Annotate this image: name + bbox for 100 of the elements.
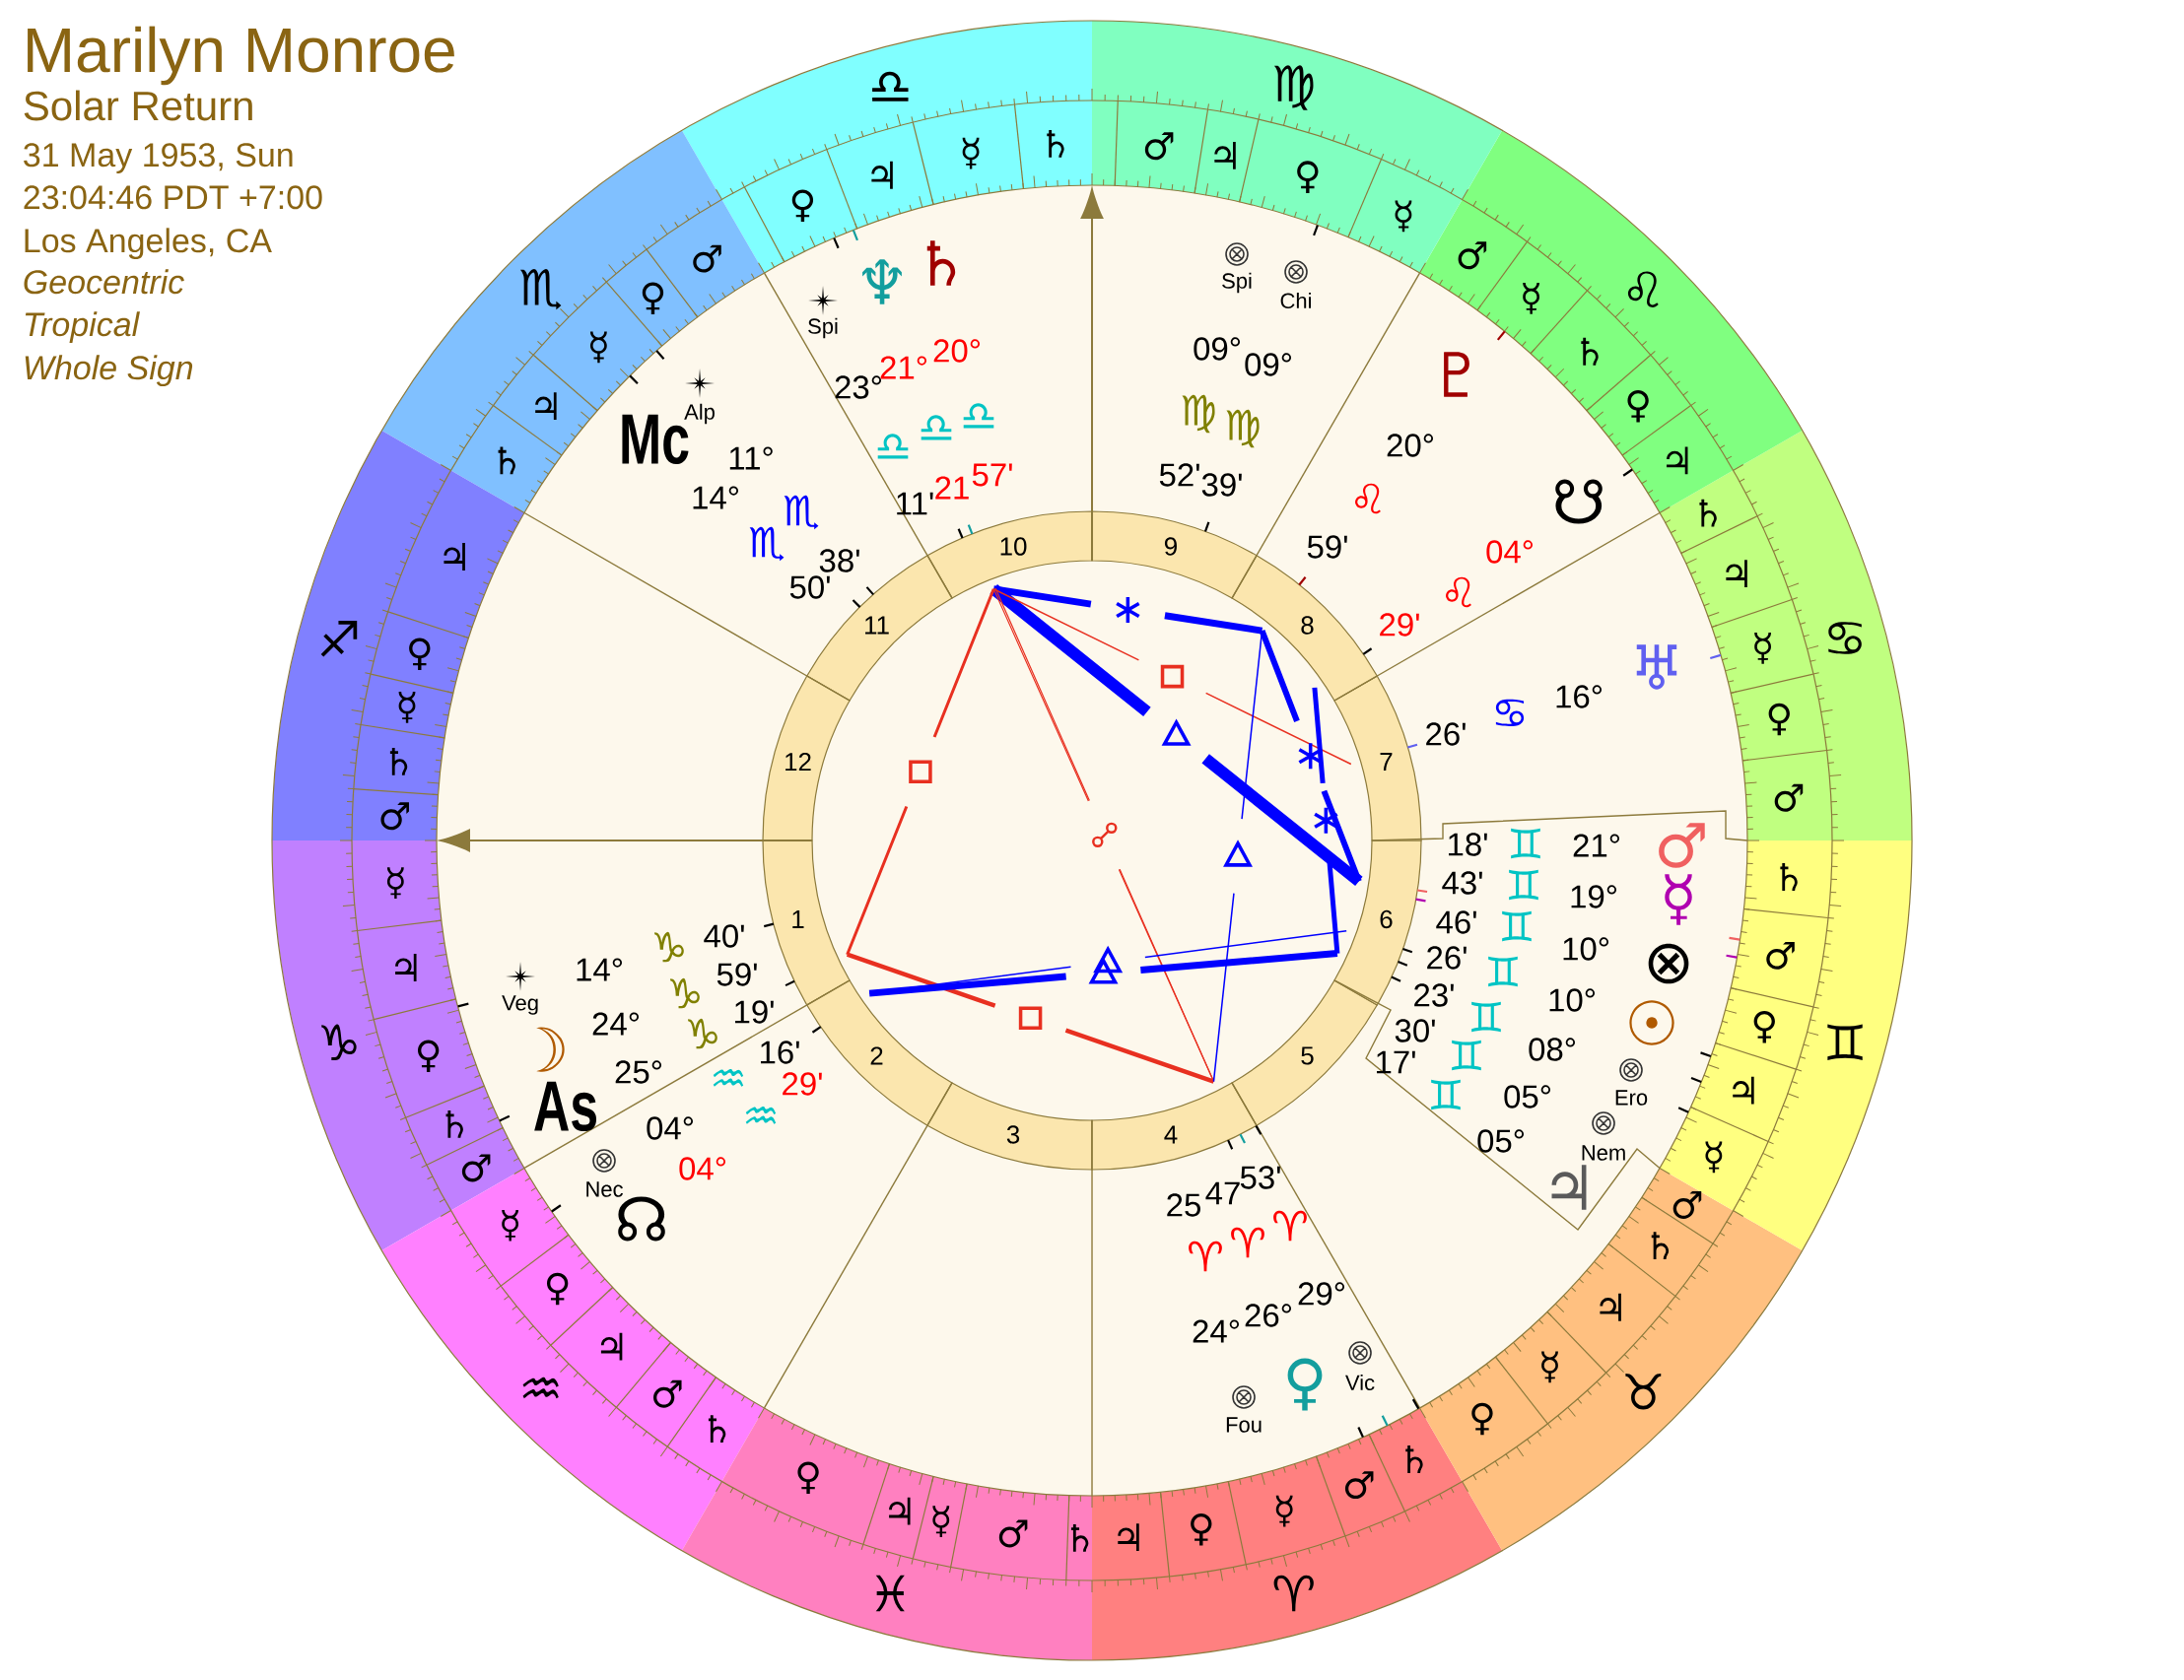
term-ruler-glyph: ☿ [962, 137, 980, 169]
term-ruler-glyph: ☿ [1541, 1351, 1558, 1383]
zodiac-sign-glyph: ♓ [875, 1575, 905, 1612]
degree-text: 04° [1486, 540, 1533, 564]
term-ruler-glyph: ♀ [1297, 161, 1319, 193]
minute-text: 47 [1205, 1181, 1240, 1205]
minute-text: 29' [1380, 613, 1419, 637]
degree-text: 05° [1504, 1085, 1550, 1109]
minute-text: 29' [783, 1072, 822, 1096]
sign-glyph: ♈ [1273, 1210, 1307, 1242]
minute-text: 52' [1159, 463, 1199, 487]
planet-glyph: ♃ [1551, 1165, 1587, 1210]
term-ruler-glyph: ♃ [395, 954, 417, 981]
term-ruler-glyph: ♂ [693, 244, 721, 273]
sign-glyph: ♊ [1452, 1040, 1481, 1071]
minute-text: 46' [1436, 910, 1476, 934]
minute-text: 16' [761, 1041, 799, 1064]
point-name: Veg [502, 995, 538, 1015]
point-name: Nem [1582, 1145, 1625, 1161]
degree-text: 19° [1571, 885, 1616, 908]
degree-text: 14° [577, 958, 622, 981]
minute-text: 39' [1201, 473, 1242, 497]
term-ruler-glyph: ♃ [444, 543, 465, 571]
term-ruler-glyph: ♃ [1214, 142, 1236, 169]
house-cell: 3 [926, 1082, 1093, 1171]
sign-glyph: ♊ [1509, 869, 1538, 901]
minute-text: 50' [789, 575, 830, 599]
point-name: Nec [586, 1181, 623, 1197]
chart-title: Marilyn Monroe [28, 26, 454, 86]
term-ruler-glyph: ☿ [386, 867, 404, 900]
term-ruler-glyph: ☿ [1705, 1141, 1723, 1174]
degree-text: 24° [1193, 1319, 1239, 1343]
term-ruler-glyph: ♄ [1699, 499, 1717, 527]
term-ruler-glyph: ♀ [409, 638, 431, 671]
term-ruler-glyph: ♃ [889, 1497, 911, 1525]
setting-text: Tropical [25, 311, 140, 343]
term-ruler-glyph: ☿ [1523, 282, 1539, 314]
term-ruler-glyph: ♄ [1070, 1523, 1089, 1552]
house-cell: 12 [762, 675, 851, 841]
minute-text: 26' [1426, 722, 1466, 746]
planet-glyph: ☿ [1665, 874, 1692, 925]
term-ruler-glyph: ♀ [1191, 1513, 1212, 1546]
term-ruler-glyph: ♃ [1726, 560, 1747, 587]
term-ruler-glyph: ♄ [1581, 337, 1599, 366]
term-ruler-glyph: ♂ [380, 802, 409, 831]
planet-glyph: ⊗ [1648, 943, 1689, 984]
sign-glyph: ♈ [1189, 1241, 1222, 1272]
point-name: Vic [1345, 1374, 1375, 1391]
sign-glyph: ♌ [1355, 483, 1381, 514]
zodiac-sign-glyph: ♏ [519, 269, 562, 310]
sign-glyph: ♏ [784, 495, 819, 530]
degree-text: 20° [1387, 434, 1433, 457]
minute-text: 59' [717, 963, 757, 986]
term-ruler-glyph: ♂ [1144, 132, 1174, 161]
term-ruler-glyph: ♀ [1753, 1010, 1775, 1043]
sign-glyph: ♌ [1446, 576, 1471, 608]
term-ruler-glyph: ♀ [1471, 1402, 1493, 1436]
point-name: Spi [1222, 272, 1252, 294]
degree-text: 29° [1298, 1282, 1344, 1306]
planet-glyph: ♅ [1636, 644, 1677, 690]
term-ruler-glyph: ♂ [461, 1154, 491, 1182]
sign-glyph: ♈ [1231, 1227, 1264, 1258]
term-ruler-glyph: ♃ [600, 1332, 623, 1361]
point-name: Spi [808, 317, 838, 339]
term-ruler-glyph: ♀ [791, 189, 814, 223]
planet-glyph: ♆ [862, 259, 902, 304]
term-ruler-glyph: ☿ [502, 1209, 519, 1242]
term-ruler-glyph: ♂ [1672, 1191, 1702, 1219]
sign-glyph: ♑ [670, 977, 700, 1009]
degree-text: 21° [1573, 834, 1619, 857]
minute-text: 23' [1414, 983, 1454, 1007]
term-ruler-glyph: ♂ [653, 1379, 682, 1408]
sign-glyph: ♊ [1502, 910, 1532, 942]
degree-text: 26° [1245, 1304, 1291, 1327]
degree-text: 05° [1477, 1129, 1524, 1153]
term-ruler-glyph: ♀ [547, 1272, 569, 1306]
degree-text: 20° [933, 339, 980, 363]
zodiac-sign-glyph: ♋ [1828, 622, 1862, 654]
point-name: Chi [1280, 292, 1311, 309]
minute-text: 18' [1449, 833, 1487, 856]
term-ruler-glyph: ♃ [871, 161, 893, 189]
term-ruler-glyph: ♄ [389, 747, 408, 775]
sign-glyph: ♒ [745, 1106, 777, 1124]
term-ruler-glyph: ♃ [1600, 1293, 1621, 1321]
time-text: 23:04:46 PDT +7:00 [24, 185, 322, 210]
degree-text: 11° [729, 446, 773, 470]
degree-text: 04° [679, 1157, 725, 1180]
degree-text: 23° [835, 375, 881, 399]
degree-text: 10° [1549, 988, 1595, 1012]
term-ruler-glyph: ♄ [1780, 863, 1798, 891]
zodiac-sign-glyph: ♈ [1273, 1575, 1314, 1612]
planet-glyph: ☽ [536, 1027, 565, 1072]
planet-glyph: ♇ [1444, 352, 1469, 397]
sign-glyph: ♎ [877, 434, 909, 459]
term-ruler-glyph: ♃ [535, 392, 557, 421]
planet-glyph: ♀ [1287, 1358, 1323, 1411]
sign-glyph: ♑ [688, 1018, 717, 1049]
sign-glyph: ♒ [713, 1068, 744, 1087]
term-ruler-glyph: ♃ [1667, 446, 1688, 475]
term-ruler-glyph: ♂ [998, 1519, 1028, 1548]
